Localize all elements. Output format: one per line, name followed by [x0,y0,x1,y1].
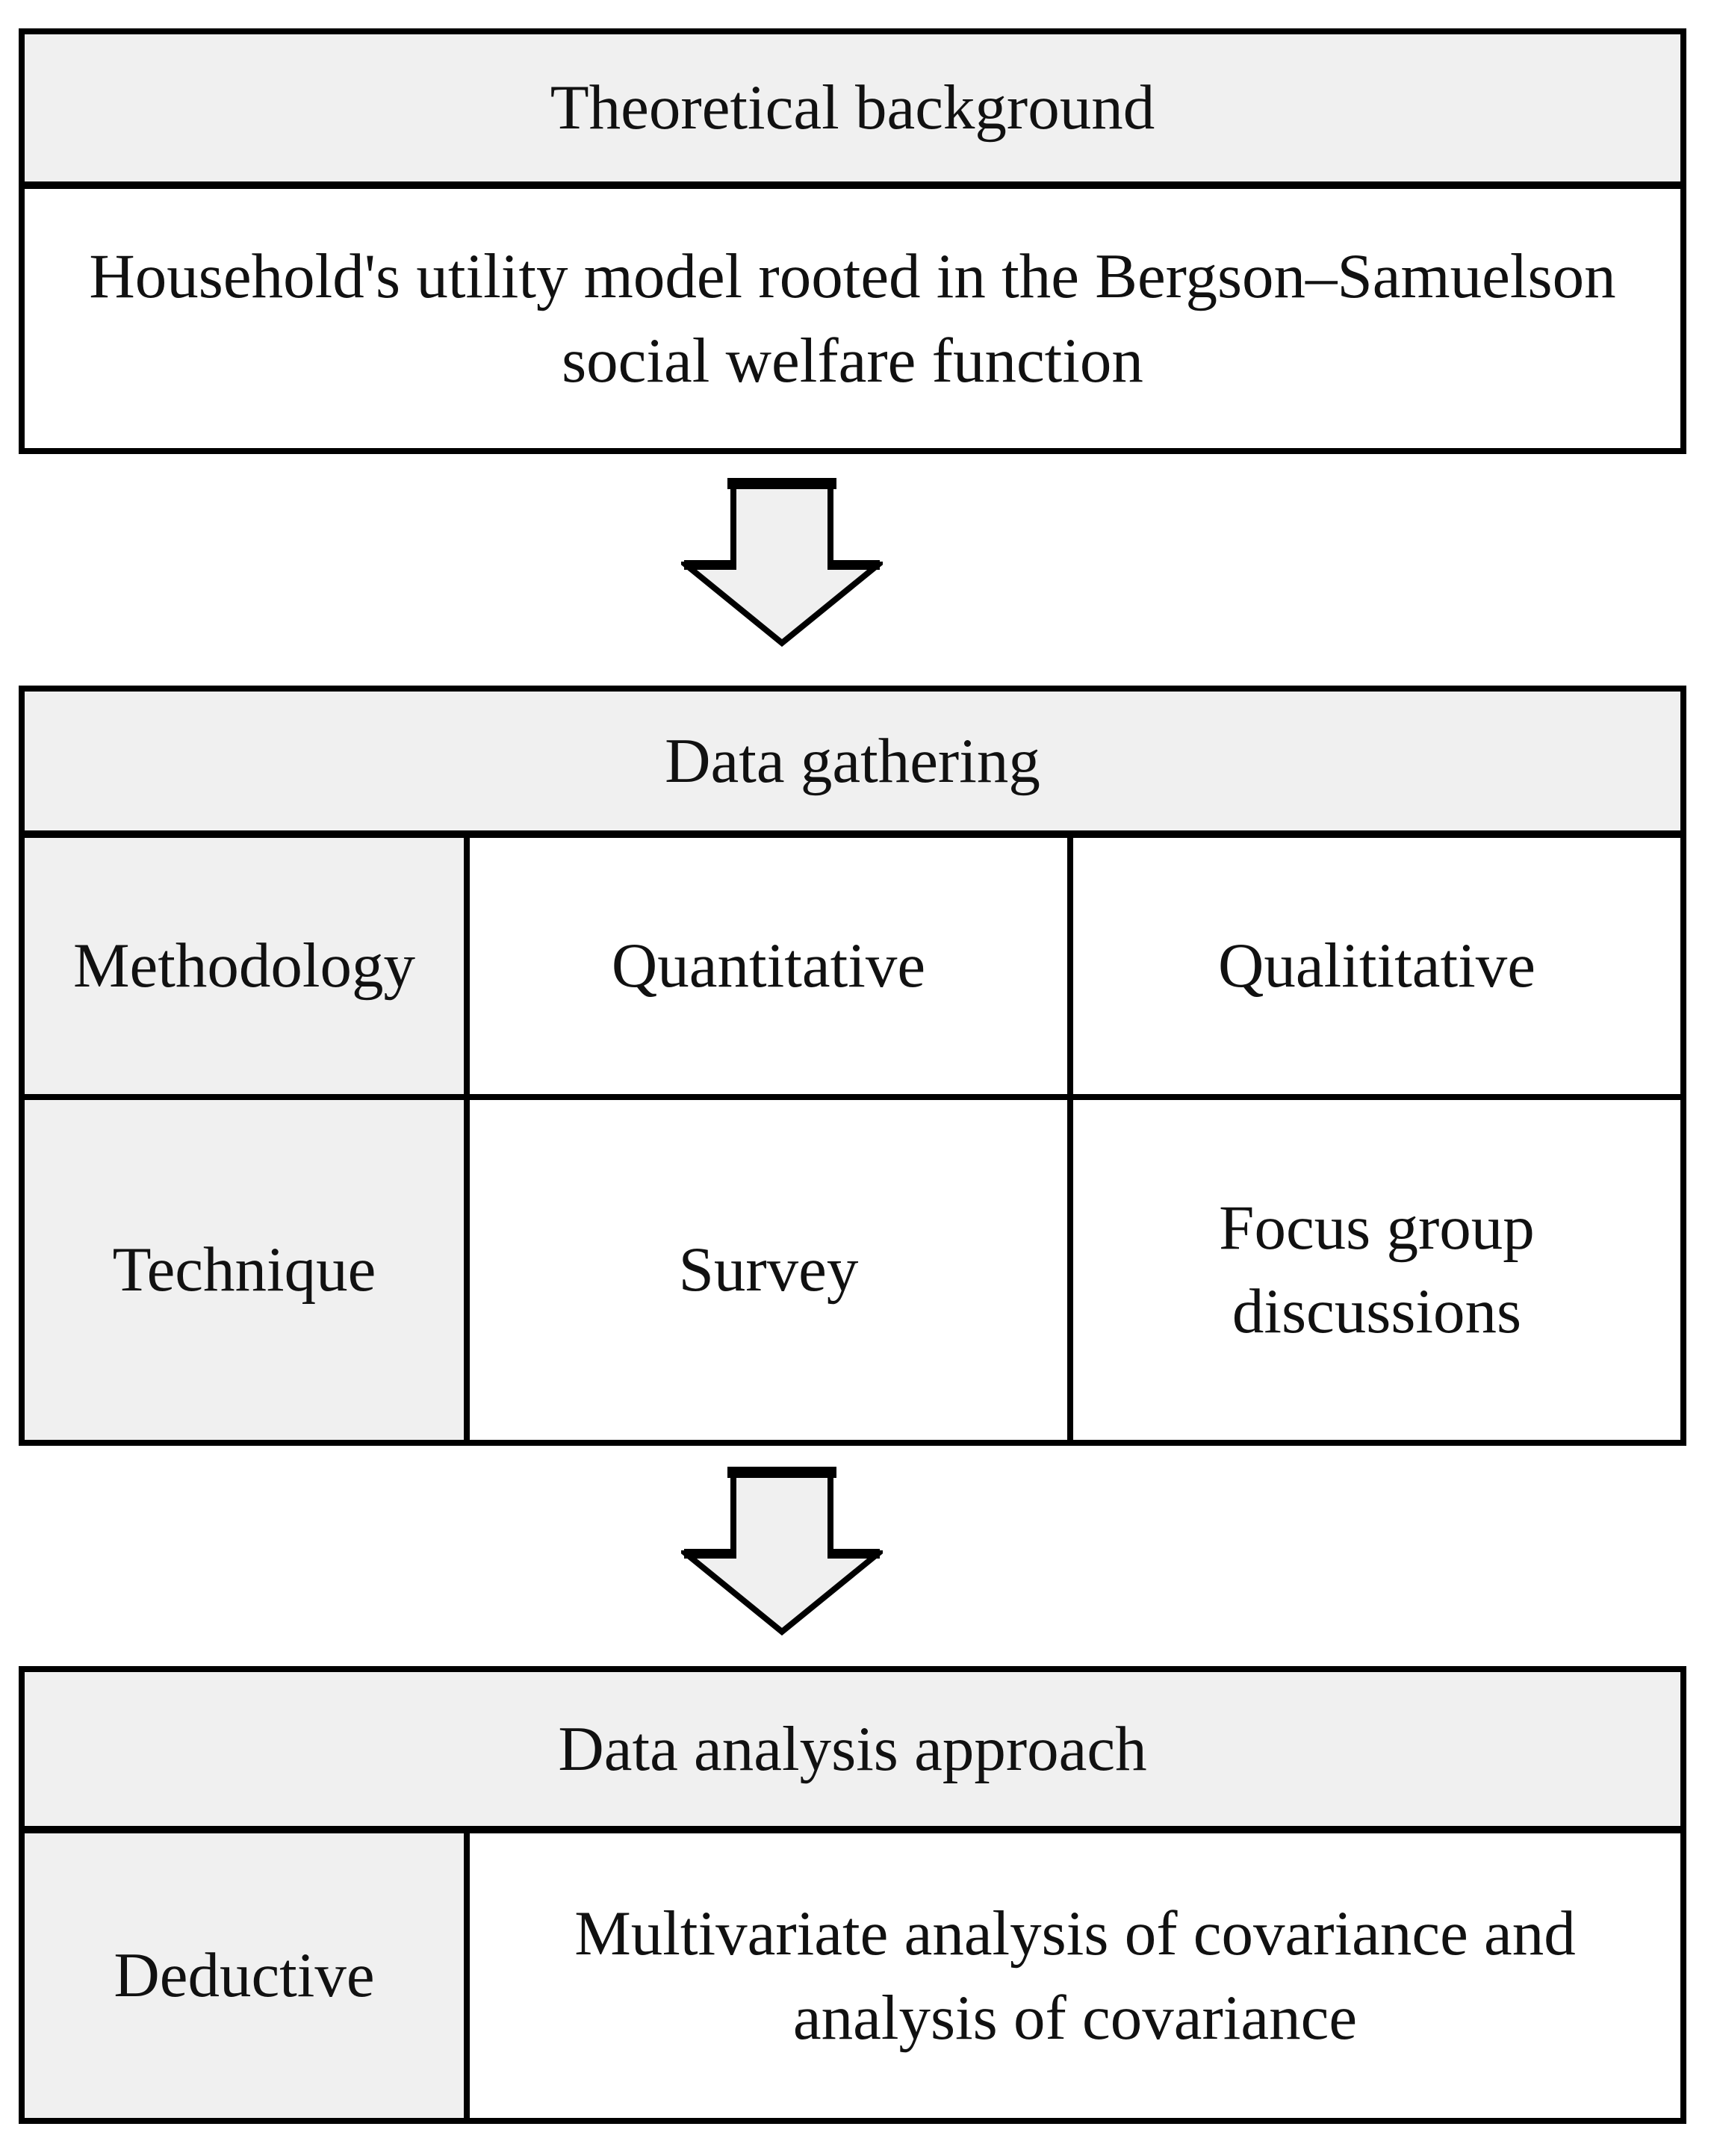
data-analysis-title: Data analysis approach [25,1672,1680,1833]
methodology-row: Methodology Quantitative Qualititative [25,838,1680,1100]
deductive-row: Deductive Multivariate analysis of covar… [25,1833,1680,2118]
qualitative-cell: Qualititative [1073,838,1680,1094]
down-arrow-icon [681,1467,883,1636]
down-arrow-left-wing [684,560,736,570]
theoretical-background-body: Household's utility model rooted in the … [25,189,1680,448]
theoretical-background-box: Theoretical background Household's utili… [19,28,1686,454]
methodology-label-cell: Methodology [25,838,470,1094]
data-analysis-box: Data analysis approach Deductive Multiva… [19,1666,1686,2124]
focus-group-cell: Focus group discussions [1073,1099,1680,1440]
theoretical-background-title: Theoretical background [25,34,1680,189]
quantitative-cell: Quantitative [470,838,1073,1094]
data-gathering-box: Data gathering Methodology Quantitative … [19,686,1686,1446]
down-arrow-cap [727,478,836,489]
mancova-cell: Multivariate analysis of covariance and … [470,1833,1680,2118]
down-arrow-right-wing [827,560,880,570]
down-arrow-left-wing [684,1549,736,1559]
survey-cell: Survey [470,1099,1073,1440]
technique-row: Technique Survey Focus group discussions [25,1099,1680,1440]
technique-label-cell: Technique [25,1099,470,1440]
deductive-label-cell: Deductive [25,1833,470,2118]
down-arrow-cap [727,1467,836,1478]
down-arrow-icon [681,478,883,647]
data-gathering-title: Data gathering [25,692,1680,838]
down-arrow-right-wing [827,1549,880,1559]
